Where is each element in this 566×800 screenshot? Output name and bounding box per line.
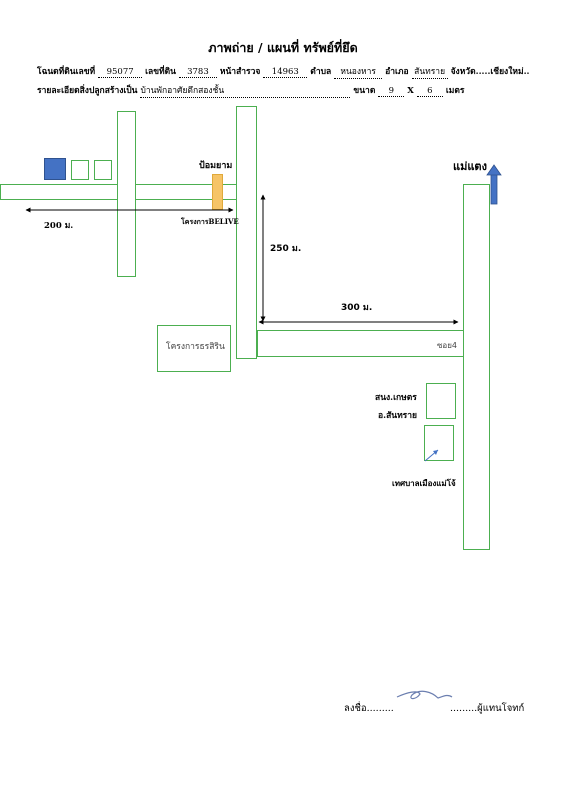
district-label: อำเภอ: [385, 67, 409, 77]
size-x: X: [407, 86, 414, 96]
building-square: [71, 160, 89, 180]
document-title: ภาพถ่าย / แผนที่ ทรัพย์ที่ยึด: [208, 40, 358, 55]
road-vertical-right: [463, 184, 490, 550]
distance-200-label: 200 ม.: [44, 221, 74, 231]
soi-label: ซอย4: [437, 341, 458, 350]
survey-label: หน้าสำรวจ: [219, 67, 261, 77]
deed-info-line: โฉนดที่ดินเลขที่ 95077 เลขที่ดิน 3783 หน…: [37, 64, 530, 79]
building-info-line: รายละเอียดสิ่งปลูกสร้างเป็น บ้านพักอาศัย…: [37, 83, 464, 98]
north-arrow-icon: [486, 164, 502, 205]
road-vertical-center: [236, 106, 257, 359]
distance-300-label: 300 ม.: [341, 303, 373, 313]
size-label: ขนาด: [353, 86, 376, 96]
signature-label: ลงชื่อ.........: [344, 703, 394, 714]
size-unit: เมตร: [445, 86, 465, 96]
province-label: จังหวัด.....: [450, 67, 491, 77]
survey-number: 14963: [263, 67, 308, 78]
subdistrict-value: หนองหาร: [334, 64, 383, 79]
mae-taeng-label: แม่แตง: [453, 160, 487, 173]
size-length: 6: [416, 86, 443, 97]
detail-value: บ้านพักอาศัยตึกสองชั้น: [140, 83, 351, 98]
signature-scribble: [396, 690, 453, 700]
agri-office-label: สนง.เกษตร: [375, 393, 417, 403]
agri-office-district-label: อ.สันทราย: [378, 411, 417, 421]
distance-250-label: 250 ม.: [270, 244, 302, 254]
agri-office-box: [426, 383, 456, 419]
province-value: เชียงใหม่..: [490, 67, 530, 77]
project-label: โครงการธรสิริน: [166, 342, 225, 352]
district-value: สันทราย: [411, 64, 448, 79]
soi-road-horizontal: [257, 330, 489, 357]
signature-role: .........ผู้แทนโจทก์: [450, 703, 525, 714]
side-road-vertical: [117, 111, 136, 277]
detail-label: รายละเอียดสิ่งปลูกสร้างเป็น: [37, 86, 138, 96]
land-number: 3783: [178, 67, 217, 78]
subdistrict-label: ตำบล: [310, 67, 332, 77]
project-box: [157, 325, 231, 372]
guard-post-label: ป้อมยาม: [199, 161, 233, 171]
project-belive-label: โครงการBELIVE: [181, 217, 239, 226]
municipality-label: เทศบาลเมืองแม่โจ้: [392, 478, 456, 488]
target-property-marker: [44, 158, 66, 180]
deed-number: 95077: [98, 67, 143, 78]
land-no-label: เลขที่ดิน: [145, 67, 176, 77]
building-square: [94, 160, 112, 180]
municipality-box: [424, 425, 454, 461]
size-width: 9: [378, 86, 405, 97]
deed-label: โฉนดที่ดินเลขที่: [37, 67, 96, 77]
